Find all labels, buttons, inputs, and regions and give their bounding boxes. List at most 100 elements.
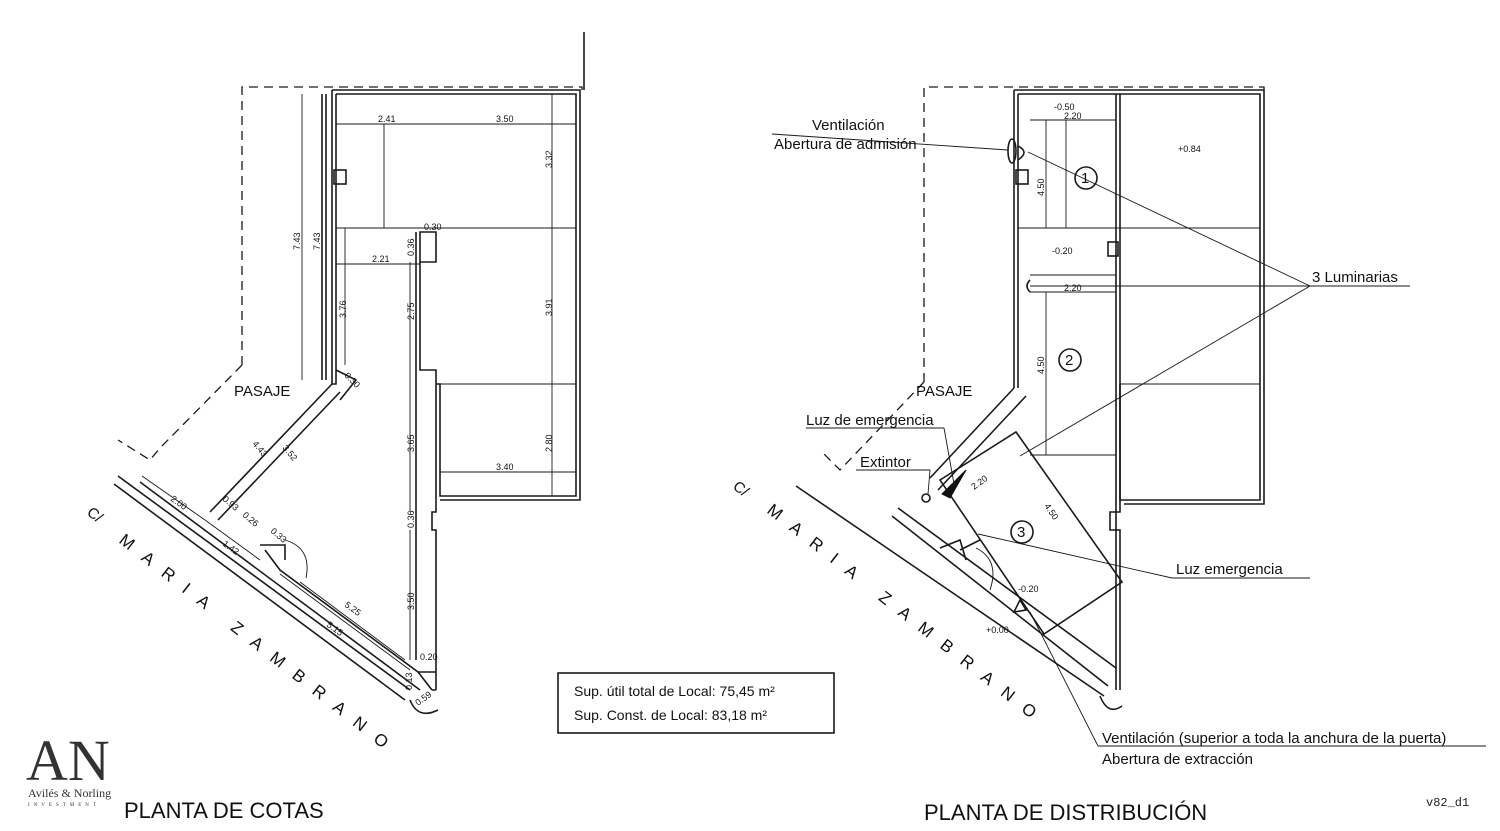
left-diagonal-dashed bbox=[117, 364, 243, 461]
left-boundary-dashed bbox=[241, 86, 583, 365]
dim-label: 3.50 bbox=[496, 114, 514, 124]
left-corner bbox=[335, 369, 358, 401]
dim-label: -0.20 bbox=[1018, 584, 1039, 594]
dim-label: 3.40 bbox=[496, 462, 514, 472]
dim-label: 0.36 bbox=[406, 238, 416, 256]
dim-label: 7.43 bbox=[292, 232, 302, 250]
lamp-icon bbox=[1017, 145, 1025, 161]
dim-label: 0.30 bbox=[424, 222, 442, 232]
dim-label: -0.50 bbox=[1054, 102, 1075, 112]
right-outer-wall bbox=[1018, 93, 1261, 501]
room-marker-2 bbox=[1058, 348, 1082, 372]
dim-label: 7.43 bbox=[312, 232, 322, 250]
vent-exhaust-label-2: Abertura de extracción bbox=[1102, 751, 1253, 768]
right-outer-wall-2 bbox=[1014, 89, 1265, 505]
dim-label: 2.21 bbox=[372, 254, 390, 264]
logo-name: Avilés & Norling bbox=[28, 786, 111, 800]
dim-label: 4.50 bbox=[1042, 502, 1060, 522]
right-inner-wall bbox=[1109, 94, 1121, 690]
dim-label: 4.50 bbox=[1036, 178, 1046, 196]
dim-label: +0.84 bbox=[1178, 144, 1201, 154]
right-pillar bbox=[1107, 241, 1119, 257]
left-left-thin-wall bbox=[321, 94, 327, 380]
dim-label: +0.00 bbox=[986, 625, 1009, 635]
room-marker-1-label: 1 bbox=[1081, 170, 1089, 187]
dim-label: 5.25 bbox=[343, 600, 363, 618]
dim-label: 2.00 bbox=[169, 494, 189, 512]
dim-label: -0.20 bbox=[1052, 246, 1073, 256]
left-left-wall bbox=[331, 90, 337, 385]
dim-label: 0.26 bbox=[241, 510, 261, 529]
left-pasaje-label: PASAJE bbox=[234, 383, 290, 400]
extinguisher-icon bbox=[921, 493, 931, 503]
right-entry-detail bbox=[939, 538, 981, 561]
dim-label: 4.50 bbox=[1036, 356, 1046, 374]
company-logo: AN Avilés & Norling INVESTMENT bbox=[26, 728, 111, 808]
dim-label: 3.76 bbox=[338, 300, 348, 318]
right-door-swing bbox=[975, 547, 994, 591]
right-pasaje-label: PASAJE bbox=[916, 383, 972, 400]
left-street-prefix: C/ bbox=[84, 504, 107, 527]
left-end-wall bbox=[418, 671, 436, 691]
logo-letters: AN bbox=[26, 728, 110, 793]
surface-box: Sup. útil total de Local: 75,45 m² Sup. … bbox=[557, 672, 835, 734]
vent-exhaust-icon bbox=[1012, 598, 1028, 614]
room-marker-3 bbox=[1010, 520, 1034, 544]
luminarias-label: 3 Luminarias bbox=[1312, 269, 1398, 286]
left-dimension-lines bbox=[141, 94, 576, 671]
dim-label: 2.41 bbox=[378, 114, 396, 124]
dim-label: 3.32 bbox=[544, 150, 554, 168]
right-facade-lines bbox=[795, 485, 1117, 697]
lamp-icon bbox=[1026, 279, 1031, 293]
dim-label: 0.20 bbox=[420, 652, 438, 662]
dim-label: 2.75 bbox=[406, 302, 416, 320]
left-facade-lines bbox=[113, 475, 421, 701]
left-plan: 2.41 3.50 3.32 7.43 7.43 0.30 0.36 2.21 … bbox=[84, 32, 585, 823]
left-outer-wall-2 bbox=[332, 89, 581, 501]
emergency-light-label: Luz de emergencia bbox=[806, 412, 934, 429]
dim-label: 0.36 bbox=[406, 510, 416, 528]
leader-lines bbox=[771, 133, 1486, 747]
dim-label: 0.59 bbox=[413, 689, 433, 707]
room-marker-2-label: 2 bbox=[1065, 352, 1073, 369]
right-diagonal-dashed bbox=[819, 381, 925, 471]
extinguisher-label: Extintor bbox=[860, 454, 911, 471]
dim-label: 0.93 bbox=[221, 494, 241, 513]
vent-intake-icon bbox=[1007, 138, 1017, 164]
dim-label: 0.33 bbox=[269, 526, 289, 545]
room-marker-1 bbox=[1074, 166, 1098, 190]
right-corner-curve bbox=[1099, 695, 1123, 711]
room-3-outline bbox=[938, 430, 1124, 636]
right-shaft bbox=[1015, 169, 1029, 185]
left-pillar bbox=[419, 231, 437, 263]
right-boundary-dashed bbox=[923, 86, 1265, 382]
left-diagonal-wall bbox=[209, 383, 341, 521]
dim-label: 3.65 bbox=[406, 434, 416, 452]
dim-label: 4.43 bbox=[250, 439, 269, 459]
surface-line-1: Sup. útil total de Local: 75,45 m² bbox=[574, 683, 775, 699]
left-door-swing bbox=[284, 539, 308, 579]
version-label: v82_d1 bbox=[1426, 796, 1469, 810]
vent-exhaust-label-1: Ventilación (superior a toda la anchura … bbox=[1102, 730, 1446, 747]
right-street-prefix: C/ bbox=[730, 478, 753, 501]
dim-label: 3.91 bbox=[544, 298, 554, 316]
dim-label: 0.30 bbox=[343, 370, 362, 389]
dim-label: 0.13 bbox=[404, 672, 414, 690]
dim-label: 3.52 bbox=[280, 443, 299, 463]
dim-label: 2.80 bbox=[544, 434, 554, 452]
dim-label: 2.20 bbox=[1064, 283, 1082, 293]
right-diagonal-wall bbox=[929, 387, 1027, 491]
vent-intake-label-1: Ventilación bbox=[812, 117, 885, 134]
left-outer-wall bbox=[336, 93, 577, 497]
left-shaft bbox=[333, 169, 347, 185]
logo-tagline: INVESTMENT bbox=[28, 803, 100, 808]
surface-line-2: Sup. Const. de Local: 83,18 m² bbox=[574, 707, 767, 723]
left-door-frame bbox=[260, 544, 439, 715]
emergency-light-label-2: Luz emergencia bbox=[1176, 561, 1283, 578]
right-plan: 1 2 3 -0.50 2.20 +0.84 4.50 -0.20 2.20 4… bbox=[730, 86, 1486, 825]
room-marker-3-label: 3 bbox=[1017, 524, 1025, 541]
left-inner-wall bbox=[415, 232, 437, 690]
dim-label: 2.20 bbox=[1064, 111, 1082, 121]
dim-label: 2.20 bbox=[969, 473, 989, 491]
